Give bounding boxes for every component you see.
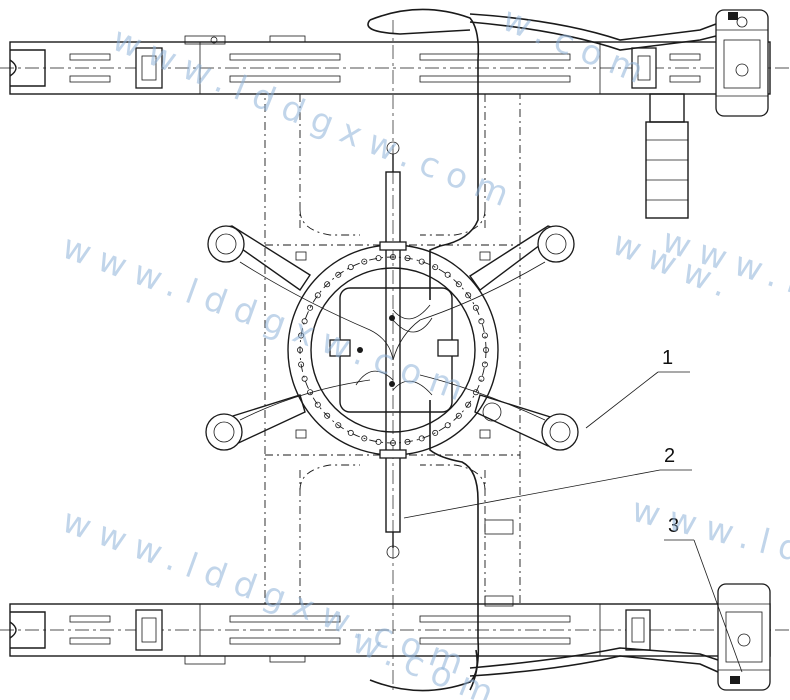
watermark-text-g: www.ld xyxy=(628,490,790,573)
watermark-text-c: w.com xyxy=(497,0,659,96)
hydraulic-hoses xyxy=(239,8,719,692)
watermark-text-a: www.lddgxw.com xyxy=(107,19,524,218)
callout-1-label: 1 xyxy=(662,347,673,369)
callout-2-label: 2 xyxy=(664,445,675,467)
ring-bolt-hole xyxy=(418,435,425,442)
ring-bolt-hole xyxy=(465,401,472,408)
bottom-right-cable-reel xyxy=(717,583,771,691)
ring-bolt-hole xyxy=(307,304,314,311)
top-cross-beam xyxy=(0,35,790,95)
ring-bolt-hole xyxy=(389,253,396,260)
frame-mount-blocks xyxy=(295,251,514,607)
ring-bolt-hole xyxy=(361,435,368,442)
ring-bolt-hole xyxy=(375,255,382,262)
ring-bolt-hole xyxy=(375,438,382,445)
callout-3: 3 xyxy=(664,515,743,673)
ring-bolt-hole xyxy=(324,412,331,419)
ring-bolt-hole xyxy=(314,401,321,408)
ring-bolt-hole xyxy=(455,412,462,419)
watermark-text-d: www.lddgxw.com xyxy=(57,227,478,413)
ring-bolt-hole xyxy=(444,422,451,429)
ring-bolt-hole xyxy=(301,375,308,382)
callout-3-label: 3 xyxy=(668,515,679,537)
outrigger-arm-bottom-left xyxy=(205,394,306,451)
ring-bolt-hole xyxy=(404,438,411,445)
ring-bolt-hole xyxy=(432,429,439,436)
ring-bolt-hole xyxy=(298,361,305,368)
ring-bolt-hole xyxy=(389,439,396,446)
ring-bolt-hole xyxy=(472,389,479,396)
callout-1: 1 xyxy=(585,347,690,429)
ring-bolt-hole xyxy=(478,318,485,325)
ring-bolt-hole xyxy=(404,255,411,262)
outrigger-arm-top-left xyxy=(207,225,311,291)
ring-bolt-hole xyxy=(324,281,331,288)
outrigger-arm-top-right xyxy=(469,225,575,291)
ring-bolt-hole xyxy=(482,346,489,353)
outrigger-arm-bottom-right xyxy=(474,394,579,451)
watermark: www.lddgxw.com www.ld w.com www.lddgxw.c… xyxy=(57,0,790,700)
ring-bolt-hole xyxy=(465,292,472,299)
ring-bolt-hole xyxy=(335,271,342,278)
ring-bolt-hole xyxy=(296,346,303,353)
ring-bolt-hole xyxy=(481,332,488,339)
ring-bolt-hole xyxy=(472,304,479,311)
ring-bolt-hole xyxy=(478,375,485,382)
ring-bolt-hole xyxy=(444,271,451,278)
ring-bolt-hole xyxy=(335,422,342,429)
top-right-cable-reel xyxy=(715,9,769,117)
top-right-hanger xyxy=(645,93,689,219)
ring-bolt-hole xyxy=(298,332,305,339)
callout-2: 2 xyxy=(403,445,692,519)
ring-bolt-hole xyxy=(314,292,321,299)
ring-bolt-hole xyxy=(301,318,308,325)
ring-bolt-hole xyxy=(347,429,354,436)
ring-bolt-hole xyxy=(361,258,368,265)
ring-bolt-hole xyxy=(432,264,439,271)
ring-bolt-hole xyxy=(418,258,425,265)
ring-bolt-hole xyxy=(455,281,462,288)
hydraulic-cylinder xyxy=(379,141,407,559)
ring-bolt-hole xyxy=(347,264,354,271)
ring-bolt-hole xyxy=(481,361,488,368)
